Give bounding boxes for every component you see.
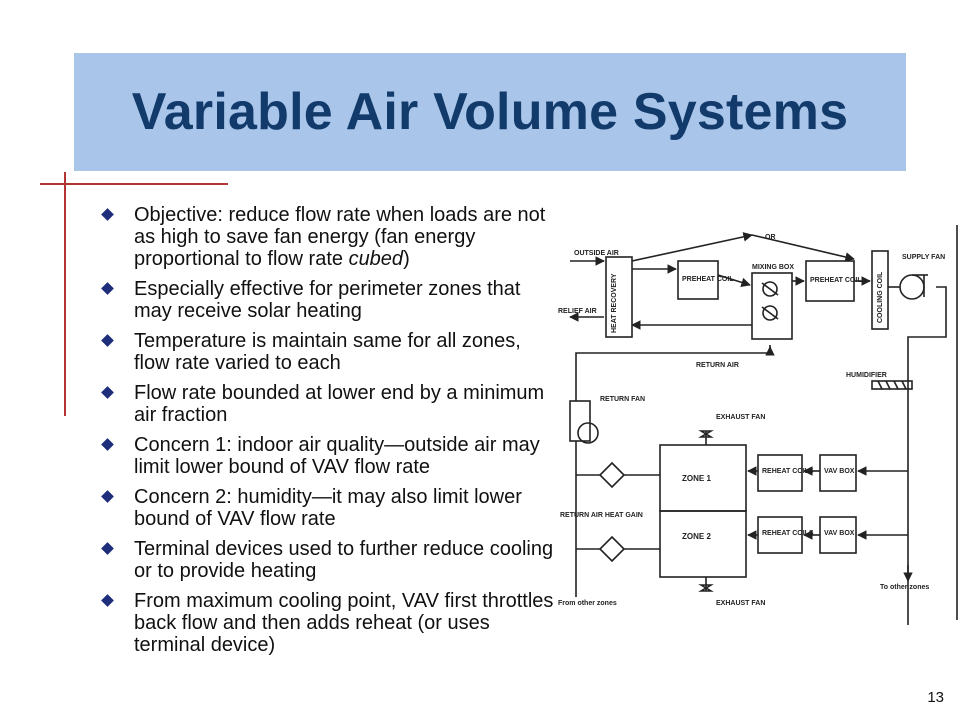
- humidifier-element: [871, 380, 913, 390]
- label-from-other-zones: From other zones: [558, 600, 617, 607]
- return-fan-icon: [569, 400, 591, 442]
- supply-fan-icon: [899, 274, 925, 300]
- diamond-bullet-icon: [101, 542, 114, 555]
- decor-horizontal-line: [40, 183, 228, 185]
- vav-system-diagram: OR OUTSIDE AIR RELIEF AIR HEAT RECOVERY …: [556, 225, 960, 625]
- heat-gain-diamond-1: [598, 461, 626, 489]
- label-reheat-coils-1: REHEAT COILS: [762, 468, 814, 475]
- label-vav-box-2: VAV BOX: [824, 530, 855, 537]
- return-air-duct: [575, 345, 771, 401]
- bullet-text: Concern 1: indoor air quality—outside ai…: [134, 434, 540, 478]
- bullet-text: Flow rate bounded at lower end by a mini…: [134, 382, 545, 426]
- cooling-coil-box: [871, 250, 889, 330]
- zone2-box: [659, 510, 747, 578]
- bullet-suffix: ): [403, 248, 410, 270]
- diamond-bullet-icon: [101, 438, 114, 451]
- label-zone2: ZONE 2: [682, 532, 711, 541]
- label-mixing-box: MIXING BOX: [752, 264, 794, 271]
- label-humidifier: HUMIDIFIER: [846, 372, 887, 379]
- preheat-coil-box-1: [677, 260, 719, 300]
- bullet-text: Objective: reduce flow rate when loads a…: [134, 204, 546, 270]
- slide-title: Variable Air Volume Systems: [131, 83, 849, 141]
- bullet-text: Temperature is maintain same for all zon…: [134, 330, 521, 374]
- label-preheat-coil-1: PREHEAT COIL: [682, 276, 734, 283]
- diamond-bullet-icon: [101, 282, 114, 295]
- mixing-damper-bottom: [762, 305, 778, 321]
- decor-vertical-line: [64, 172, 66, 416]
- label-cooling-coil: COOLING COIL: [877, 271, 884, 323]
- vav-diagram-svg: OR OUTSIDE AIR RELIEF AIR HEAT RECOVERY …: [558, 225, 958, 625]
- bullet-item: Concern 2: humidity—it may also limit lo…: [100, 486, 555, 530]
- label-return-air-heat-gain: RETURN AIR HEAT GAIN: [560, 512, 643, 519]
- diamond-bullet-icon: [101, 334, 114, 347]
- bullet-text: Especially effective for perimeter zones…: [134, 278, 521, 322]
- bullet-item: Flow rate bounded at lower end by a mini…: [100, 382, 555, 426]
- bullet-item: Terminal devices used to further reduce …: [100, 538, 555, 582]
- label-reheat-coils-2: REHEAT COILS: [762, 530, 814, 537]
- mixing-damper-top: [762, 281, 778, 297]
- title-band: Variable Air Volume Systems: [74, 53, 906, 171]
- diamond-bullet-icon: [101, 490, 114, 503]
- bullet-text: Terminal devices used to further reduce …: [134, 538, 554, 582]
- bullet-text: From maximum cooling point, VAV first th…: [134, 590, 554, 656]
- label-return-air: RETURN AIR: [696, 362, 739, 369]
- bullet-list: Objective: reduce flow rate when loads a…: [100, 204, 555, 664]
- label-preheat-coil-2: PREHEAT COIL: [810, 277, 862, 284]
- mixing-box: [751, 272, 793, 340]
- heat-recovery-box: [605, 256, 633, 338]
- vav-box-1: [819, 454, 857, 492]
- bullet-item: Objective: reduce flow rate when loads a…: [100, 204, 555, 270]
- bullet-item: Concern 1: indoor air quality—outside ai…: [100, 434, 555, 478]
- reheat-coils-box-1: [757, 454, 803, 492]
- supply-duct: [907, 286, 947, 625]
- diamond-bullet-icon: [101, 594, 114, 607]
- bullet-item: Temperature is maintain same for all zon…: [100, 330, 555, 374]
- label-to-other-zones: To other zones: [880, 584, 929, 591]
- label-supply-fan: SUPPLY FAN: [902, 254, 945, 261]
- label-relief-air: RELIEF AIR: [558, 308, 597, 315]
- bullet-item: Especially effective for perimeter zones…: [100, 278, 555, 322]
- heat-gain-diamond-2: [598, 535, 626, 563]
- label-outside-air: OUTSIDE AIR: [574, 250, 619, 257]
- page-number: 13: [927, 689, 944, 706]
- bullet-item: From maximum cooling point, VAV first th…: [100, 590, 555, 656]
- label-exhaust-fan-bottom: EXHAUST FAN: [716, 600, 765, 607]
- label-vav-box-1: VAV BOX: [824, 468, 855, 475]
- label-heat-recovery: HEAT RECOVERY: [611, 273, 618, 333]
- label-return-fan: RETURN FAN: [600, 396, 645, 403]
- label-exhaust-fan-top: EXHAUST FAN: [716, 414, 765, 421]
- diamond-bullet-icon: [101, 208, 114, 221]
- label-or: OR: [765, 234, 776, 241]
- bullet-text: Concern 2: humidity—it may also limit lo…: [134, 486, 522, 530]
- label-zone1: ZONE 1: [682, 474, 711, 483]
- bullet-emphasis: cubed: [348, 248, 404, 270]
- diamond-bullet-icon: [101, 386, 114, 399]
